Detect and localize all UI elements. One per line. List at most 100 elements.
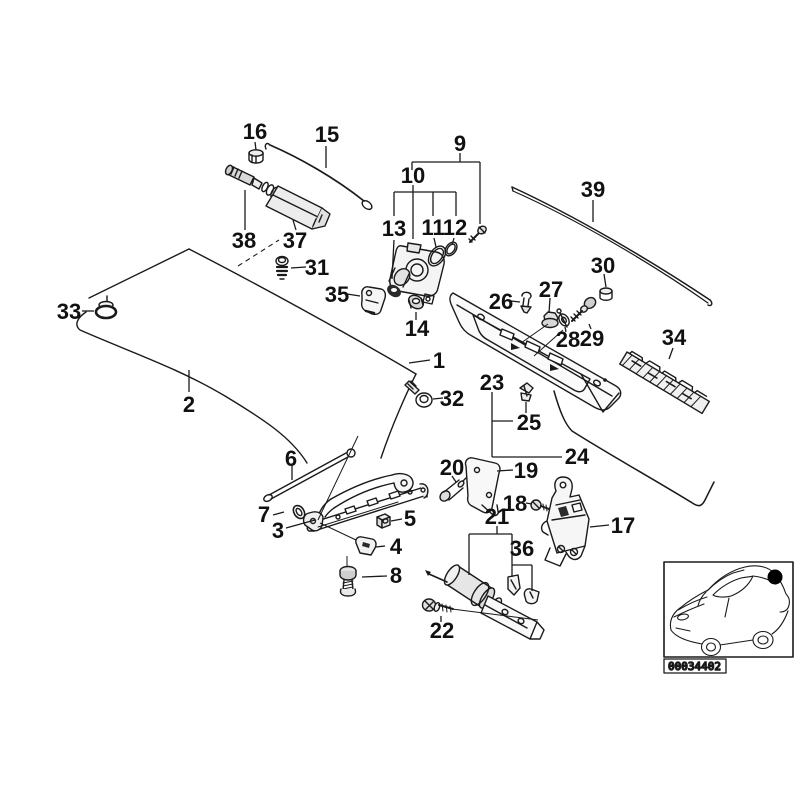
part-label-21[interactable]: 21 bbox=[485, 504, 509, 529]
plate-35-drawing bbox=[360, 286, 387, 316]
tube-38-drawing bbox=[224, 164, 263, 190]
part-label-36[interactable]: 36 bbox=[510, 536, 534, 561]
part-label-2[interactable]: 2 bbox=[183, 392, 195, 417]
part-label-32[interactable]: 32 bbox=[440, 386, 464, 411]
part-label-5[interactable]: 5 bbox=[404, 506, 416, 531]
part-label-13[interactable]: 13 bbox=[382, 216, 406, 241]
leader-line bbox=[564, 326, 567, 333]
part-label-37[interactable]: 37 bbox=[283, 228, 307, 253]
clip-25-drawing bbox=[519, 382, 534, 402]
trunk-lid-drawing bbox=[76, 248, 417, 464]
part-label-29[interactable]: 29 bbox=[580, 326, 604, 351]
thin-line bbox=[533, 329, 564, 357]
part-label-33[interactable]: 33 bbox=[57, 299, 81, 324]
diagram-code: 00034402 bbox=[668, 660, 721, 673]
code-box bbox=[663, 658, 727, 674]
part-label-39[interactable]: 39 bbox=[581, 177, 605, 202]
nut-14-drawing bbox=[407, 294, 425, 310]
leader-line bbox=[361, 575, 388, 578]
leader-line bbox=[603, 273, 607, 288]
diagram-artwork: 00034402 bbox=[76, 142, 794, 674]
thin-line bbox=[317, 435, 359, 521]
leader-line bbox=[548, 297, 551, 314]
leader-line bbox=[510, 300, 521, 303]
part-label-1[interactable]: 1 bbox=[433, 348, 445, 373]
part-label-10[interactable]: 10 bbox=[401, 163, 425, 188]
car-thumbnail: 00034402 bbox=[663, 561, 794, 674]
leader-line bbox=[451, 475, 457, 483]
part-label-7[interactable]: 7 bbox=[258, 502, 270, 527]
part-label-3[interactable]: 3 bbox=[272, 518, 284, 543]
thin-line bbox=[520, 323, 549, 344]
part-label-18[interactable]: 18 bbox=[503, 491, 527, 516]
part-label-22[interactable]: 22 bbox=[430, 618, 454, 643]
part-label-27[interactable]: 27 bbox=[539, 277, 563, 302]
trim-strip-39-drawing bbox=[511, 186, 713, 307]
part-label-35[interactable]: 35 bbox=[325, 282, 349, 307]
part-label-24[interactable]: 24 bbox=[565, 444, 590, 469]
part-label-30[interactable]: 30 bbox=[591, 253, 615, 278]
part-label-25[interactable]: 25 bbox=[517, 410, 541, 435]
trunk-highlight-dot bbox=[767, 569, 783, 585]
part-label-31[interactable]: 31 bbox=[305, 255, 329, 280]
bolt-29-drawing bbox=[570, 296, 597, 322]
latch-17-drawing bbox=[540, 476, 590, 567]
seal-cap-13-drawing bbox=[387, 284, 401, 298]
leader-line bbox=[391, 239, 395, 280]
part-label-23[interactable]: 23 bbox=[480, 370, 504, 395]
cage-nut-5-drawing bbox=[376, 513, 391, 529]
part-label-4[interactable]: 4 bbox=[390, 534, 403, 559]
car-outline-drawing bbox=[669, 565, 790, 657]
part-label-20[interactable]: 20 bbox=[440, 455, 464, 480]
part-label-16[interactable]: 16 bbox=[243, 119, 267, 144]
leader-line bbox=[292, 219, 297, 231]
ring-12-drawing bbox=[444, 241, 458, 257]
leader-line bbox=[272, 511, 285, 516]
wedge-4-drawing bbox=[355, 536, 377, 556]
leader-line bbox=[346, 293, 361, 297]
washer-28-drawing bbox=[556, 308, 570, 328]
leader-line bbox=[668, 347, 674, 360]
prop-rod-6-drawing bbox=[263, 448, 356, 503]
part-label-14[interactable]: 14 bbox=[405, 316, 430, 341]
car-thumbnail-frame bbox=[663, 561, 794, 658]
hinge-3-drawing bbox=[302, 472, 429, 532]
actuator-37-drawing bbox=[261, 181, 331, 230]
striker-19-drawing bbox=[464, 457, 501, 517]
part-label-17[interactable]: 17 bbox=[611, 513, 635, 538]
lock-barrel-21-drawing bbox=[425, 564, 545, 640]
part-label-15[interactable]: 15 bbox=[315, 122, 339, 147]
part-label-11[interactable]: 11 bbox=[421, 215, 444, 240]
part-label-6[interactable]: 6 bbox=[285, 446, 297, 471]
thin-line bbox=[319, 522, 357, 541]
o-ring-11-drawing bbox=[427, 245, 447, 267]
screw-18-drawing bbox=[530, 499, 550, 512]
part-label-38[interactable]: 38 bbox=[232, 228, 256, 253]
part-label-26[interactable]: 26 bbox=[489, 289, 513, 314]
leader-line bbox=[254, 141, 257, 151]
pin-20-drawing bbox=[439, 476, 468, 502]
license-panel-23-drawing bbox=[449, 292, 622, 413]
leader-line bbox=[285, 519, 316, 529]
part-label-9[interactable]: 9 bbox=[454, 131, 466, 156]
part-label-28[interactable]: 28 bbox=[556, 327, 580, 352]
clips-36-drawing bbox=[507, 574, 540, 605]
leader-line bbox=[375, 545, 386, 548]
part-label-34[interactable]: 34 bbox=[662, 325, 687, 350]
leader-lines-layer bbox=[82, 141, 674, 622]
leader-line bbox=[290, 266, 307, 269]
part-label-12[interactable]: 12 bbox=[443, 215, 467, 240]
nut-27-drawing bbox=[541, 311, 559, 329]
leader-line bbox=[589, 524, 610, 528]
bracket-34-drawing bbox=[619, 350, 710, 415]
leader-line bbox=[408, 359, 431, 364]
screw-8-drawing bbox=[339, 565, 357, 597]
release-rod-15-drawing bbox=[264, 142, 373, 211]
plug-32-drawing bbox=[404, 380, 433, 408]
leader-line bbox=[588, 323, 592, 330]
o-ring-7-drawing bbox=[292, 504, 306, 520]
push-pin-26-drawing bbox=[520, 291, 532, 314]
part-label-8[interactable]: 8 bbox=[390, 563, 402, 588]
leader-line bbox=[432, 397, 444, 400]
part-label-19[interactable]: 19 bbox=[514, 458, 538, 483]
